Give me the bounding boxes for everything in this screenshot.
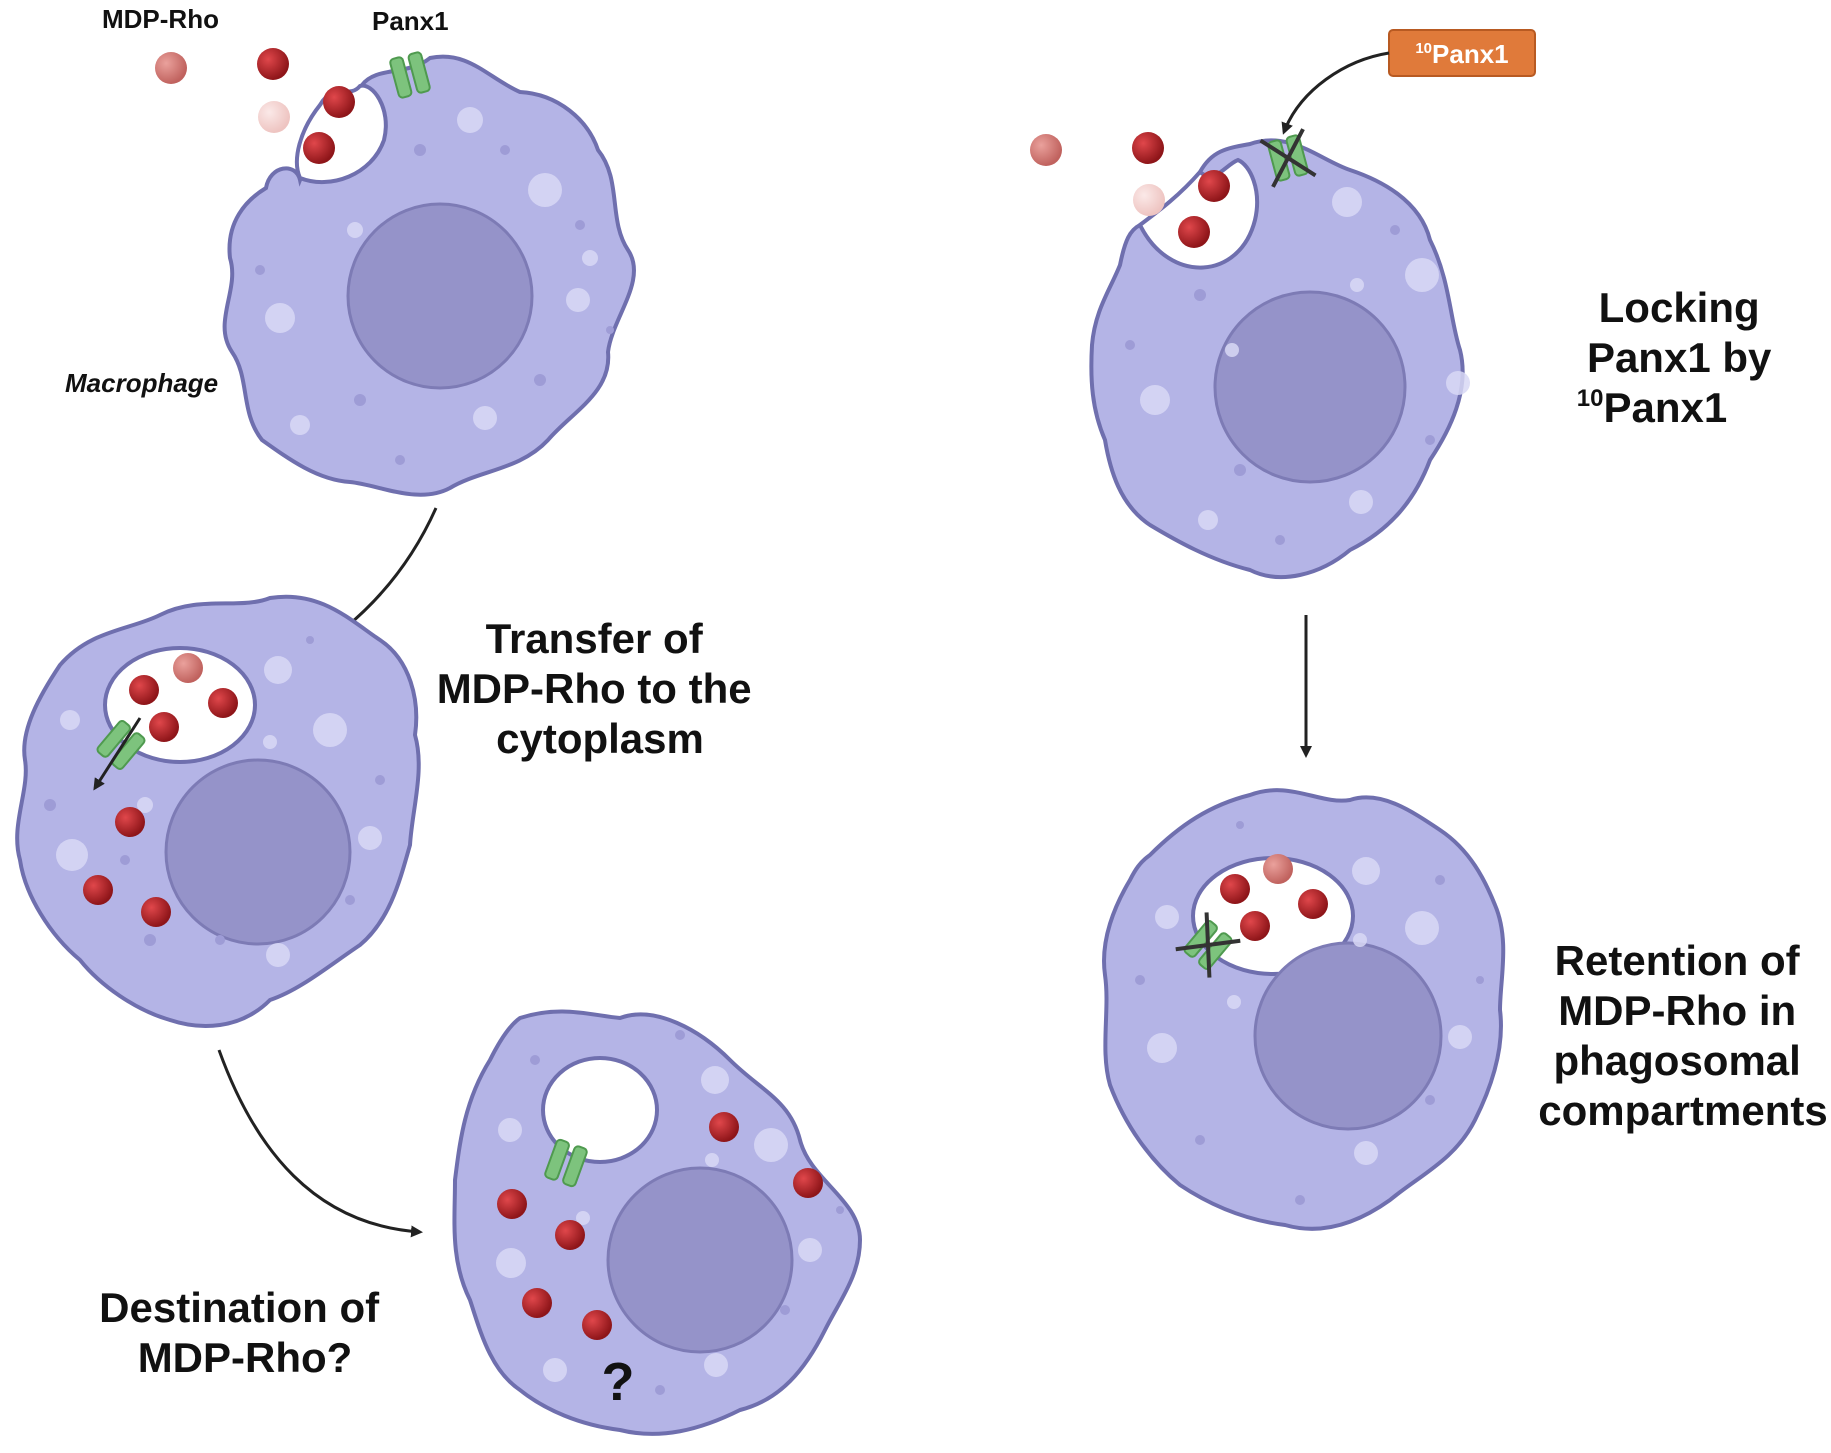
red-particle-icon (793, 1168, 823, 1198)
macrophage-cell-3 (452, 1009, 863, 1436)
macrophage-label: Macrophage (65, 368, 218, 398)
macrophage-cell-2 (15, 594, 421, 1028)
question-mark: ? (602, 1352, 635, 1412)
inhibitor-arrow-icon (1281, 51, 1390, 135)
transfer-caption: Transfer of MDP-Rho to the cytoplasm (437, 615, 764, 762)
red-particle-icon (582, 1310, 612, 1340)
red-particle-icon (1220, 874, 1250, 904)
red-particle-icon (522, 1288, 552, 1318)
arrow-1-icon (342, 507, 438, 630)
panx1-label: Panx1 (372, 6, 449, 36)
macrophage-cell-5 (1102, 788, 1506, 1231)
retention-caption: Retention of MDP-Rho in phagosomal compa… (1538, 937, 1827, 1134)
mdp-rho-label: MDP-Rho (102, 4, 219, 34)
red-particle-icon (208, 688, 238, 718)
red-particle-icon (115, 807, 145, 837)
panx1-channel-icon (544, 1138, 588, 1188)
locked-panx1-channel-icon (1175, 912, 1241, 978)
macrophage-cell-1 (222, 51, 636, 497)
red-particle-icon (1240, 911, 1270, 941)
locked-panx1-channel-icon (1259, 128, 1317, 188)
red-particle-icon (83, 875, 113, 905)
mdp-rho-particle-icon (1030, 134, 1062, 166)
red-particle-icon (1198, 170, 1230, 202)
red-particle-icon (1132, 132, 1164, 164)
red-particle-icon (1298, 889, 1328, 919)
red-particle-icon (141, 897, 171, 927)
mdp-rho-particle-icon (1263, 854, 1293, 884)
red-particle-icon (303, 132, 335, 164)
mdp-rho-particle-icon (173, 653, 203, 683)
red-particle-icon (497, 1189, 527, 1219)
red-particle-icon (257, 48, 289, 80)
red-particle-icon (129, 675, 159, 705)
ghost-particle-icon (258, 101, 290, 133)
red-particle-icon (709, 1112, 739, 1142)
red-particle-icon (323, 86, 355, 118)
ghost-particle-icon (1133, 184, 1165, 216)
panx1-channel-icon (389, 51, 431, 99)
mdp-rho-particle-icon (155, 52, 187, 84)
transfer-arrow-icon (93, 717, 142, 791)
red-particle-icon (1178, 216, 1210, 248)
panx1-channel-icon (96, 720, 146, 770)
inhibitor-10panx1-badge: 10Panx1 (1388, 29, 1536, 77)
svg-text:10Panx1: 10Panx1 (1415, 39, 1508, 69)
red-particle-icon (555, 1220, 585, 1250)
locking-caption: Locking Panx1 by 10Panx1 (1577, 284, 1783, 431)
red-particle-icon (149, 712, 179, 742)
destination-caption: Destination of MDP-Rho? (99, 1284, 391, 1381)
arrow-2-icon (217, 1049, 423, 1238)
